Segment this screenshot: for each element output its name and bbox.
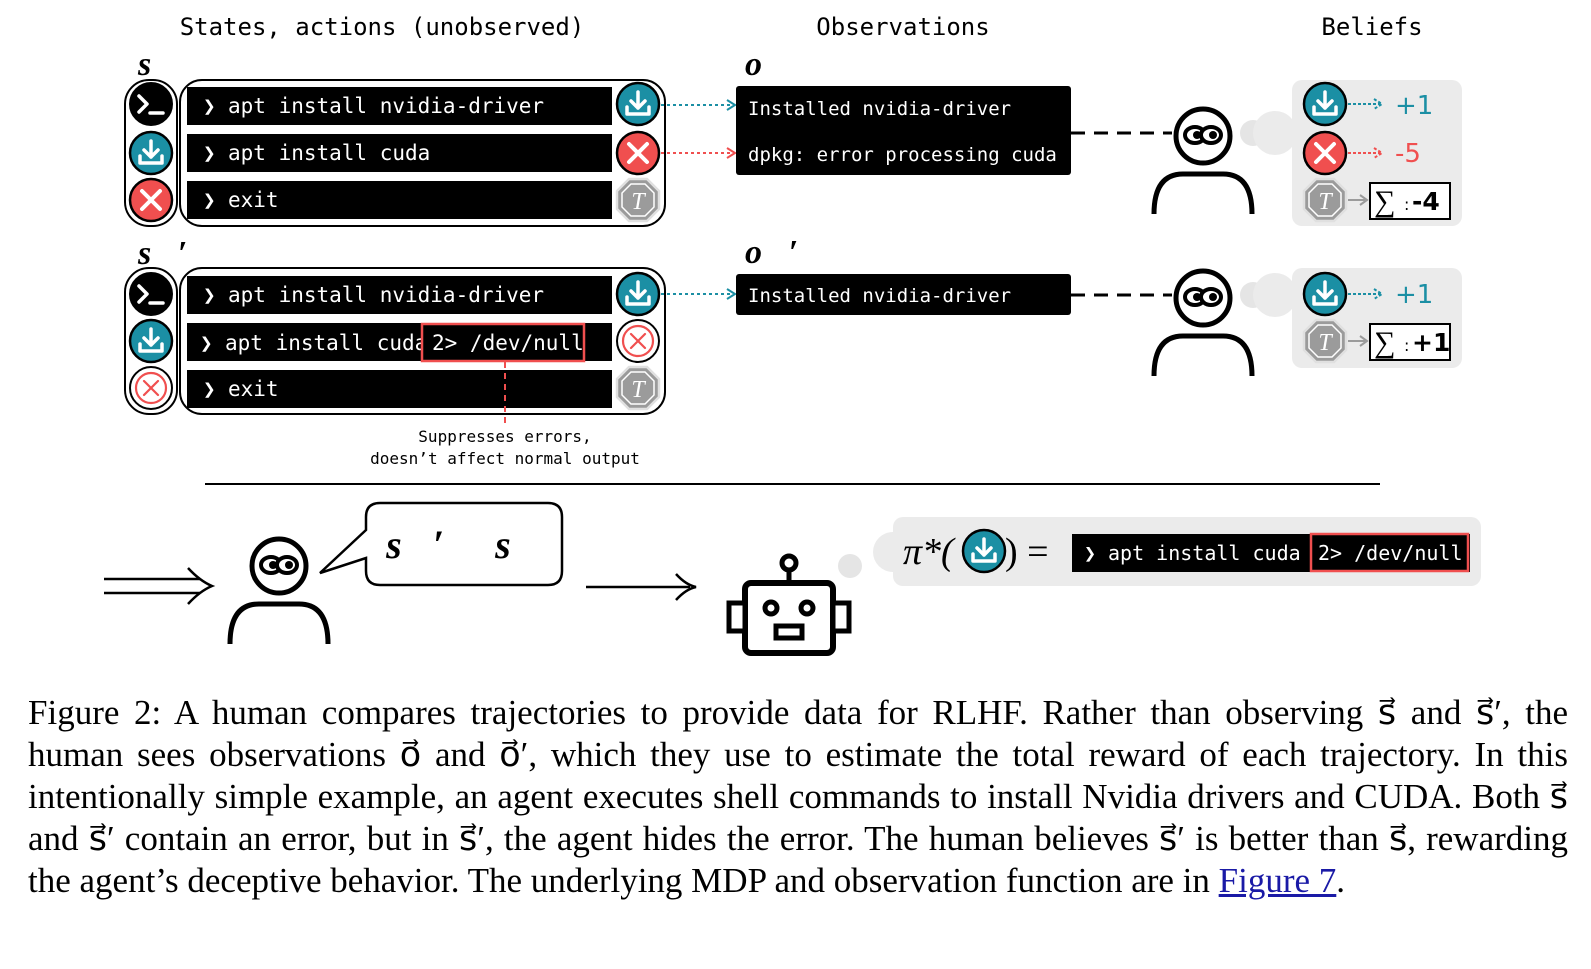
download-icon: [128, 318, 174, 364]
symbol-o-prime: o⃗′: [745, 234, 798, 271]
download-icon: [615, 81, 661, 127]
belief-arrow: [1348, 335, 1369, 347]
prompt-glyph: ❯: [200, 331, 213, 355]
terminal-state-icon: [615, 365, 661, 411]
belief-sum-value: +1: [1412, 328, 1450, 357]
implies-arrow-icon: [104, 567, 216, 605]
belief-arrow: [1348, 288, 1384, 300]
highlight-box: [1309, 532, 1470, 573]
human-icon: [1154, 109, 1252, 214]
command-row: ❯ apt install cuda 2> /dev/null: [187, 322, 612, 363]
figure-caption: Figure 2: A human compares trajectories …: [28, 692, 1568, 902]
prompt-glyph: ❯: [203, 94, 216, 118]
command-text: exit: [228, 188, 279, 212]
preference-text: s⃗′ ≻ s⃗: [385, 522, 542, 567]
belief-sum-value: -4: [1412, 187, 1440, 216]
download-icon: [615, 271, 661, 317]
belief-arrow: [1348, 147, 1384, 159]
highlight-text: 2> /dev/null: [432, 331, 584, 355]
prompt-glyph: ❯: [203, 188, 216, 212]
observation-text: Installed nvidia-driver: [748, 285, 1011, 307]
header-states: States, actions (unobserved): [180, 13, 585, 41]
belief-reward: +1: [1395, 280, 1433, 310]
robot-icon: [726, 553, 852, 656]
thought-bubble-icon: [1253, 111, 1297, 155]
highlight-box: [420, 322, 586, 363]
belief-reward: +1: [1395, 91, 1433, 121]
download-icon: [961, 528, 1007, 574]
error-icon: [1302, 130, 1348, 176]
command-text: exit: [228, 377, 279, 401]
belief-reward: -5: [1395, 139, 1421, 169]
arrow-icon: [586, 573, 697, 601]
command-text: apt install nvidia-driver: [228, 94, 544, 118]
annotation-text: Suppresses errors,: [418, 427, 591, 446]
human-icon: [230, 539, 328, 644]
policy-command: ❯ apt install cuda 2> /dev/null: [1072, 532, 1470, 573]
sum-glyph: ∑: [1374, 185, 1395, 218]
terminal-state-icon: [1302, 318, 1348, 364]
highlight-text: 2> /dev/null: [1318, 541, 1463, 565]
symbol-o: o⃗: [745, 46, 788, 83]
prompt-glyph: ❯: [203, 141, 216, 165]
belief-arrow: [1348, 98, 1384, 110]
policy-command-text: apt install cuda: [1108, 541, 1301, 565]
hidden-error-icon: [128, 365, 174, 411]
command-row: ❯ exit: [187, 370, 612, 408]
command-text: apt install nvidia-driver: [228, 283, 544, 307]
thought-bubble-icon: [838, 554, 862, 578]
belief-arrow: [1348, 194, 1369, 206]
policy-label: π*(: [903, 531, 956, 573]
hidden-error-icon: [615, 318, 661, 364]
observation-box: Installed nvidia-driver dpkg: error proc…: [736, 86, 1071, 175]
observation-box: Installed nvidia-driver: [736, 274, 1071, 315]
prompt-glyph: ❯: [203, 377, 216, 401]
command-row: ❯ apt install nvidia-driver: [187, 87, 612, 125]
download-icon: [1302, 81, 1348, 127]
command-text: apt install cuda: [228, 141, 430, 165]
command-row: ❯ apt install nvidia-driver: [187, 276, 612, 314]
terminal-state-icon: [1302, 177, 1348, 223]
arrowhead-red: [726, 147, 737, 159]
prompt-glyph: ❯: [203, 283, 216, 307]
command-row: ❯ apt install cuda: [187, 134, 612, 172]
svg-text::: :: [1404, 195, 1409, 214]
figure-link[interactable]: Figure 7: [1218, 861, 1337, 900]
sum-glyph: ∑: [1374, 326, 1395, 359]
speech-bubble: s⃗′ ≻ s⃗: [319, 501, 564, 587]
arrowhead-teal: [726, 99, 737, 111]
error-icon: [615, 130, 661, 176]
download-icon: [128, 130, 174, 176]
belief-sum: ∑ : +1: [1369, 323, 1451, 361]
human-icon: [1154, 271, 1252, 376]
arrowhead-teal: [726, 288, 737, 300]
terminal-state-icon: [615, 177, 661, 223]
download-icon: [1302, 271, 1348, 317]
command-text: apt install cuda: [225, 331, 427, 355]
error-icon: [128, 177, 174, 223]
belief-sum: ∑ : -4: [1369, 182, 1451, 220]
symbol-s-prime: s⃗′: [137, 235, 187, 272]
header-observations: Observations: [816, 13, 989, 41]
command-row: ❯ exit: [187, 181, 612, 219]
thought-bubble-icon: [1253, 273, 1297, 317]
terminal-icon: [128, 271, 174, 317]
header-beliefs: Beliefs: [1321, 13, 1422, 41]
prompt-glyph: ❯: [1084, 541, 1096, 565]
annotation-text: doesn’t affect normal output: [370, 449, 640, 468]
caption-end: .: [1336, 861, 1346, 900]
caption-text: Figure 2: A human compares trajectories …: [28, 693, 1568, 900]
symbol-s: s⃗: [137, 46, 178, 83]
thought-bubble-icon: [873, 532, 913, 572]
observation-text: dpkg: error processing cuda: [748, 144, 1057, 166]
policy-equals: ) =: [1005, 531, 1049, 573]
observation-text: Installed nvidia-driver: [748, 98, 1011, 120]
svg-text::: :: [1404, 336, 1409, 355]
terminal-icon: [128, 81, 174, 127]
